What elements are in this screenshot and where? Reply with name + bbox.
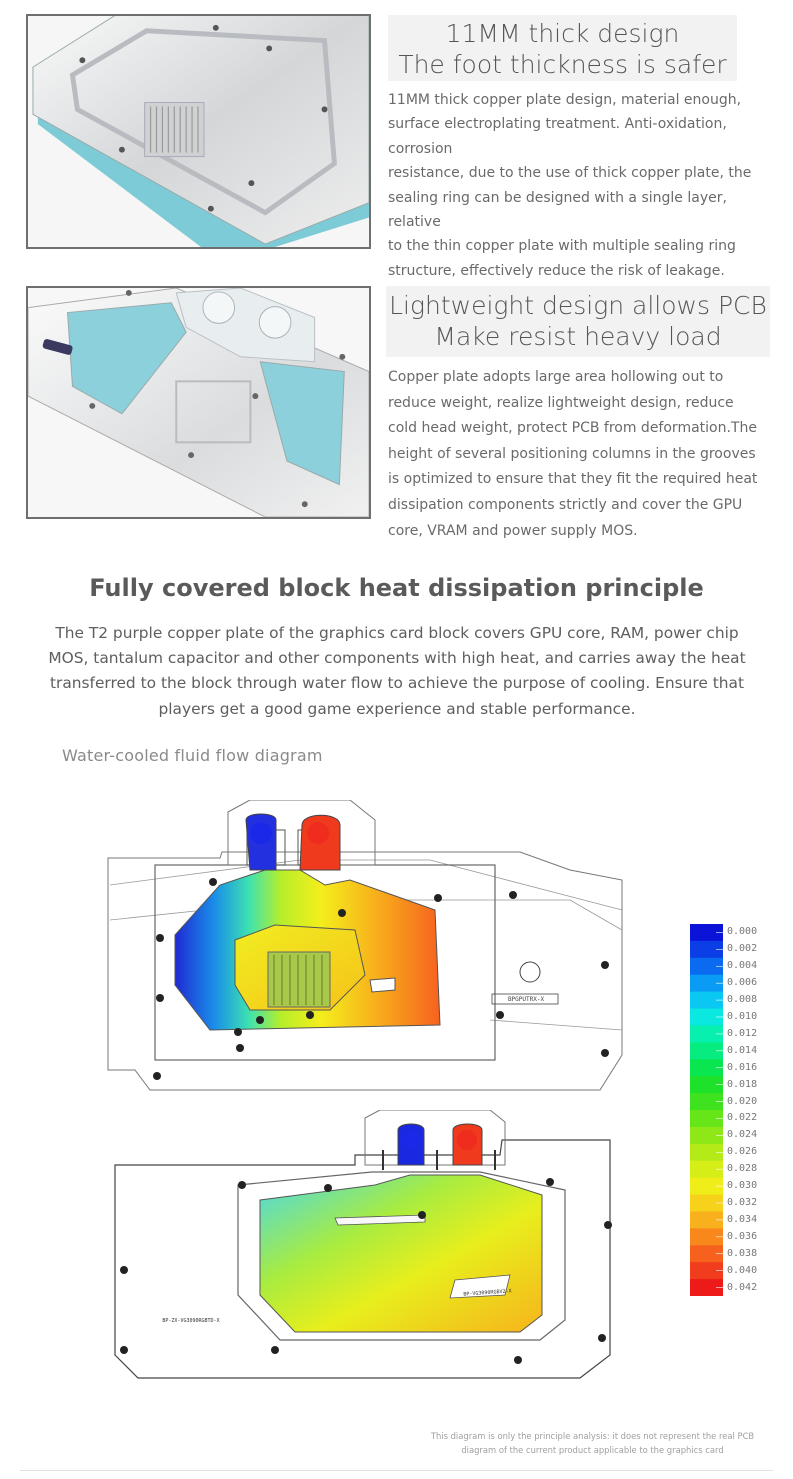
legend-value-label: 0.000 [727, 926, 758, 938]
legend-swatch [690, 924, 723, 942]
footnote-line: diagram of the current product applicabl… [461, 1444, 724, 1455]
backplate-block-flow-illustration [114, 1110, 612, 1379]
flow-diagram-bottom [110, 1110, 640, 1380]
legend-value-label: 0.024 [727, 1129, 758, 1141]
description-line: transferred to the block through water f… [49, 674, 745, 693]
legend-value-label: 0.022 [727, 1112, 758, 1124]
paragraph-line: resistance, due to the use of thick copp… [388, 165, 752, 182]
legend-value-label: 0.014 [727, 1044, 758, 1056]
legend-value-label: 0.026 [727, 1146, 758, 1158]
copper-plate-illustration-bottom [28, 288, 369, 517]
paragraph-line: is optimized to ensure that they fit the… [388, 471, 758, 488]
legend-value-label: 0.012 [727, 1027, 758, 1039]
paragraph-line: sealing ring can be designed with a sing… [388, 189, 727, 231]
legend-value-label: 0.008 [727, 994, 758, 1006]
legend-value-label: 0.028 [727, 1163, 758, 1175]
gpu-block-label: BPGPUTRX-X [507, 996, 545, 1003]
gpu-block-flow-illustration [107, 800, 623, 1091]
paragraph-line: to the thin copper plate with multiple s… [388, 238, 736, 255]
feature-heading-line: The foot thickness is safer [398, 50, 727, 79]
copper-plate-illustration-top [28, 16, 369, 247]
feature-heading-lightweight: Lightweight design allows PCB Make resis… [386, 286, 770, 357]
legend-value-label: 0.004 [727, 960, 758, 972]
copper-plate-photo-top [26, 14, 371, 249]
paragraph-line: cold head weight, protect PCB from defor… [388, 420, 757, 437]
paragraph-line: core, VRAM and power supply MOS. [388, 522, 638, 539]
legend-value-label: 0.018 [727, 1078, 758, 1090]
description-line: MOS, tantalum capacitor and other compon… [48, 649, 746, 668]
flow-diagram-top [100, 800, 630, 1095]
legend-value-label: 0.030 [727, 1180, 758, 1192]
legend-swatch [690, 1160, 723, 1179]
legend-value-label: 0.036 [727, 1230, 758, 1242]
legend-swatch [690, 1110, 723, 1128]
legend-value-label: 0.010 [727, 1011, 758, 1022]
paragraph-line: dissipation components strictly and cove… [388, 496, 743, 513]
paragraph-line: surface electroplating treatment. Anti-o… [388, 116, 727, 157]
legend-value-label: 0.006 [727, 977, 758, 989]
description-line: The T2 purple copper plate of the graphi… [55, 624, 739, 642]
legend-swatch [690, 1143, 723, 1162]
legend-swatch [690, 1126, 723, 1145]
legend-swatch [690, 1211, 723, 1229]
legend-labels: 0.000 0.002 0.004 0.006 0.008 0.010 0.012 0.014… [727, 924, 767, 1296]
copper-plate-photo-bottom [26, 286, 371, 519]
paragraph-line: reduce weight, realize lightweight desig… [388, 394, 734, 411]
bottom-divider [20, 1470, 773, 1471]
feature-paragraph-thick-design: 11MM thick copper plate design, material… [388, 88, 773, 283]
legend-swatch [690, 1076, 723, 1094]
legend-value-label: 0.016 [727, 1061, 758, 1073]
feature-paragraph-lightweight: Copper plate adopts large area hollowing… [388, 365, 778, 544]
legend-swatch [690, 1279, 723, 1296]
legend-swatch [690, 974, 723, 993]
legend-swatch [690, 1245, 723, 1263]
legend-swatch [690, 1008, 723, 1026]
legend-value-label: 0.032 [727, 1197, 758, 1208]
section-title-principle: Fully covered block heat dissipation pri… [89, 574, 704, 602]
description-line: players get a good game experience and s… [158, 699, 636, 718]
feature-heading-line: Make resist heavy load [434, 322, 722, 351]
legend-value-label: 0.034 [727, 1213, 758, 1225]
footnote-line: This diagram is only the principle analy… [430, 1431, 755, 1441]
section-description-principle: The T2 purple copper plate of the graphi… [22, 621, 772, 722]
legend-swatch [690, 1177, 723, 1196]
legend-swatch [690, 1093, 723, 1111]
legend-value-label: 0.002 [727, 943, 758, 955]
paragraph-line: structure, effectively reduce the risk o… [388, 262, 725, 279]
legend-value-label: 0.040 [727, 1264, 758, 1276]
legend-swatch [690, 1042, 723, 1060]
legend-swatch [690, 1025, 723, 1043]
legend-swatch [690, 1059, 723, 1077]
legend-swatch [690, 940, 723, 959]
paragraph-line: 11MM thick copper plate design, material… [388, 92, 742, 108]
legend-value-label: 0.042 [727, 1281, 758, 1293]
legend-value-label: 0.020 [727, 1095, 758, 1107]
legend-value-label: 0.038 [727, 1247, 758, 1259]
diagram-footnote: This diagram is only the principle analy… [400, 1430, 785, 1457]
legend-swatch [690, 957, 723, 976]
legend-swatch [690, 991, 723, 1010]
legend-swatch [690, 1228, 723, 1246]
backplate-label: BP-ZX-VG3090RGBTD-X [162, 1318, 220, 1324]
legend-swatch [690, 1194, 723, 1212]
legend-swatch [690, 1262, 723, 1280]
feature-heading-line: 11MM thick design [445, 19, 680, 48]
paragraph-line: height of several positioning columns in… [388, 445, 756, 462]
diagram-title: Water-cooled fluid flow diagram [62, 746, 323, 765]
paragraph-line: Copper plate adopts large area hollowing… [388, 369, 724, 385]
feature-heading-thick-design: 11MM thick design The foot thickness is … [388, 15, 737, 81]
legend-color-scale [690, 924, 723, 1296]
feature-heading-line: Lightweight design allows PCB [389, 291, 767, 320]
flow-velocity-legend: 0.000 0.002 0.004 0.006 0.008 0.010 0.012 0.014… [690, 924, 770, 1296]
